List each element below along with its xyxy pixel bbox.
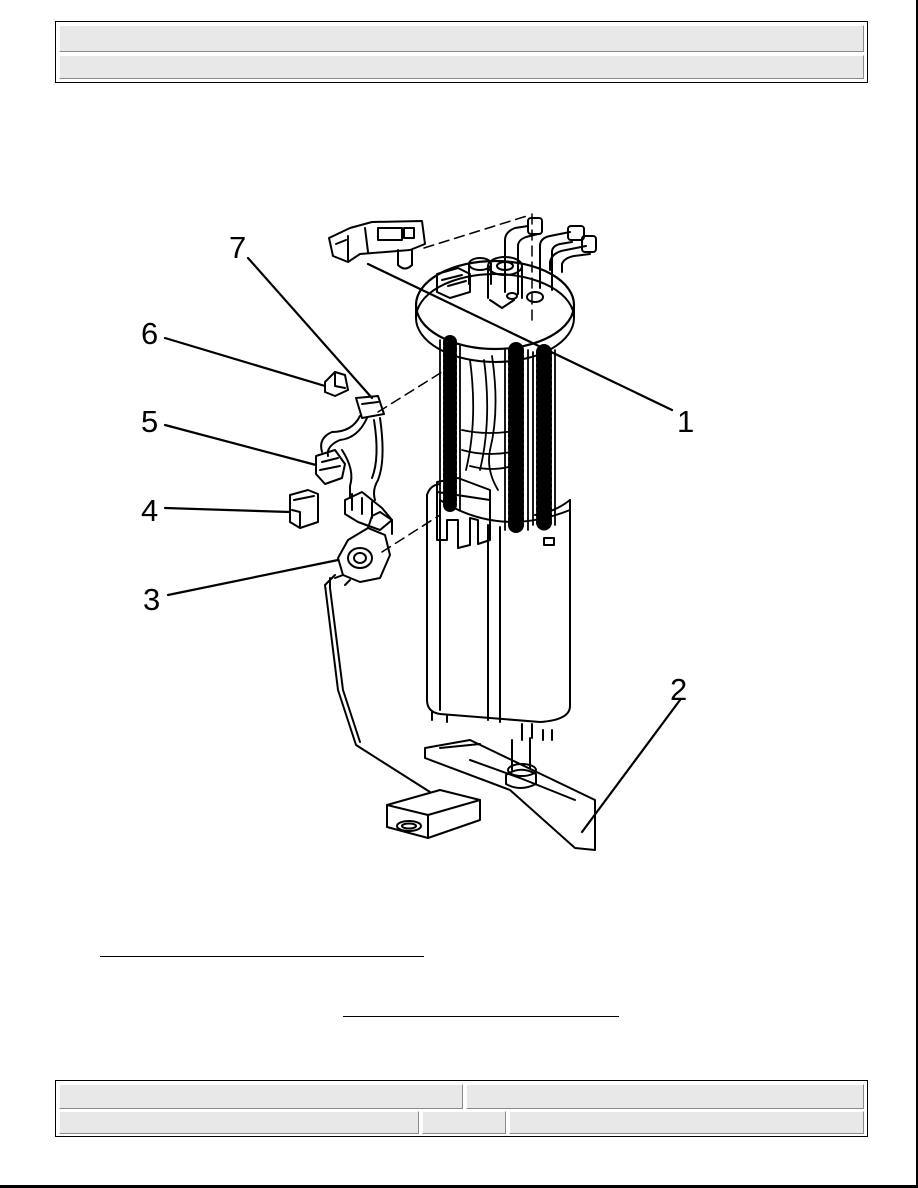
module-flange [414, 256, 576, 363]
callout-5: 5 [141, 404, 158, 439]
footer-box [55, 1080, 868, 1137]
footer-cell-bottom-left [59, 1111, 419, 1134]
link-underline-1[interactable] [100, 956, 424, 957]
retainer-clip-4 [289, 489, 319, 529]
pressure-sensor [328, 220, 426, 270]
leader-lines [163, 256, 682, 834]
footer-cell-bottom-right [509, 1111, 864, 1134]
page-frame-bottom [0, 1185, 918, 1188]
guide-lines [377, 213, 533, 553]
footer-cell-top-right [466, 1084, 864, 1109]
callout-4: 4 [141, 493, 158, 528]
header-subtitle-bar [59, 55, 864, 79]
callout-2: 2 [670, 672, 687, 707]
fuel-pipes [504, 217, 597, 295]
callout-6: 6 [141, 316, 158, 351]
leader-6 [163, 336, 327, 388]
footer-cell-top-left [59, 1084, 463, 1109]
leader-3 [166, 558, 340, 597]
leader-4 [163, 506, 292, 514]
level-sender [334, 491, 393, 586]
page-frame-right [916, 0, 918, 1188]
link-underline-2[interactable] [343, 1016, 619, 1017]
leader-2 [580, 698, 682, 834]
header-title-bar [59, 25, 864, 52]
callout-3: 3 [143, 582, 160, 617]
wire-harness [315, 395, 385, 501]
callout-7: 7 [229, 230, 246, 265]
fuel-hoses [439, 335, 556, 533]
fuel-level-float [386, 789, 481, 839]
callout-1: 1 [677, 404, 694, 439]
fuel-strainer [424, 737, 596, 851]
fuel-reservoir [426, 477, 571, 741]
header-box [55, 21, 868, 83]
footer-cell-bottom-middle [422, 1111, 506, 1134]
leader-5 [163, 423, 318, 467]
leader-7 [246, 256, 374, 400]
leader-1 [366, 262, 674, 412]
float-arm [324, 574, 431, 793]
retainer-clip-6 [324, 371, 349, 397]
